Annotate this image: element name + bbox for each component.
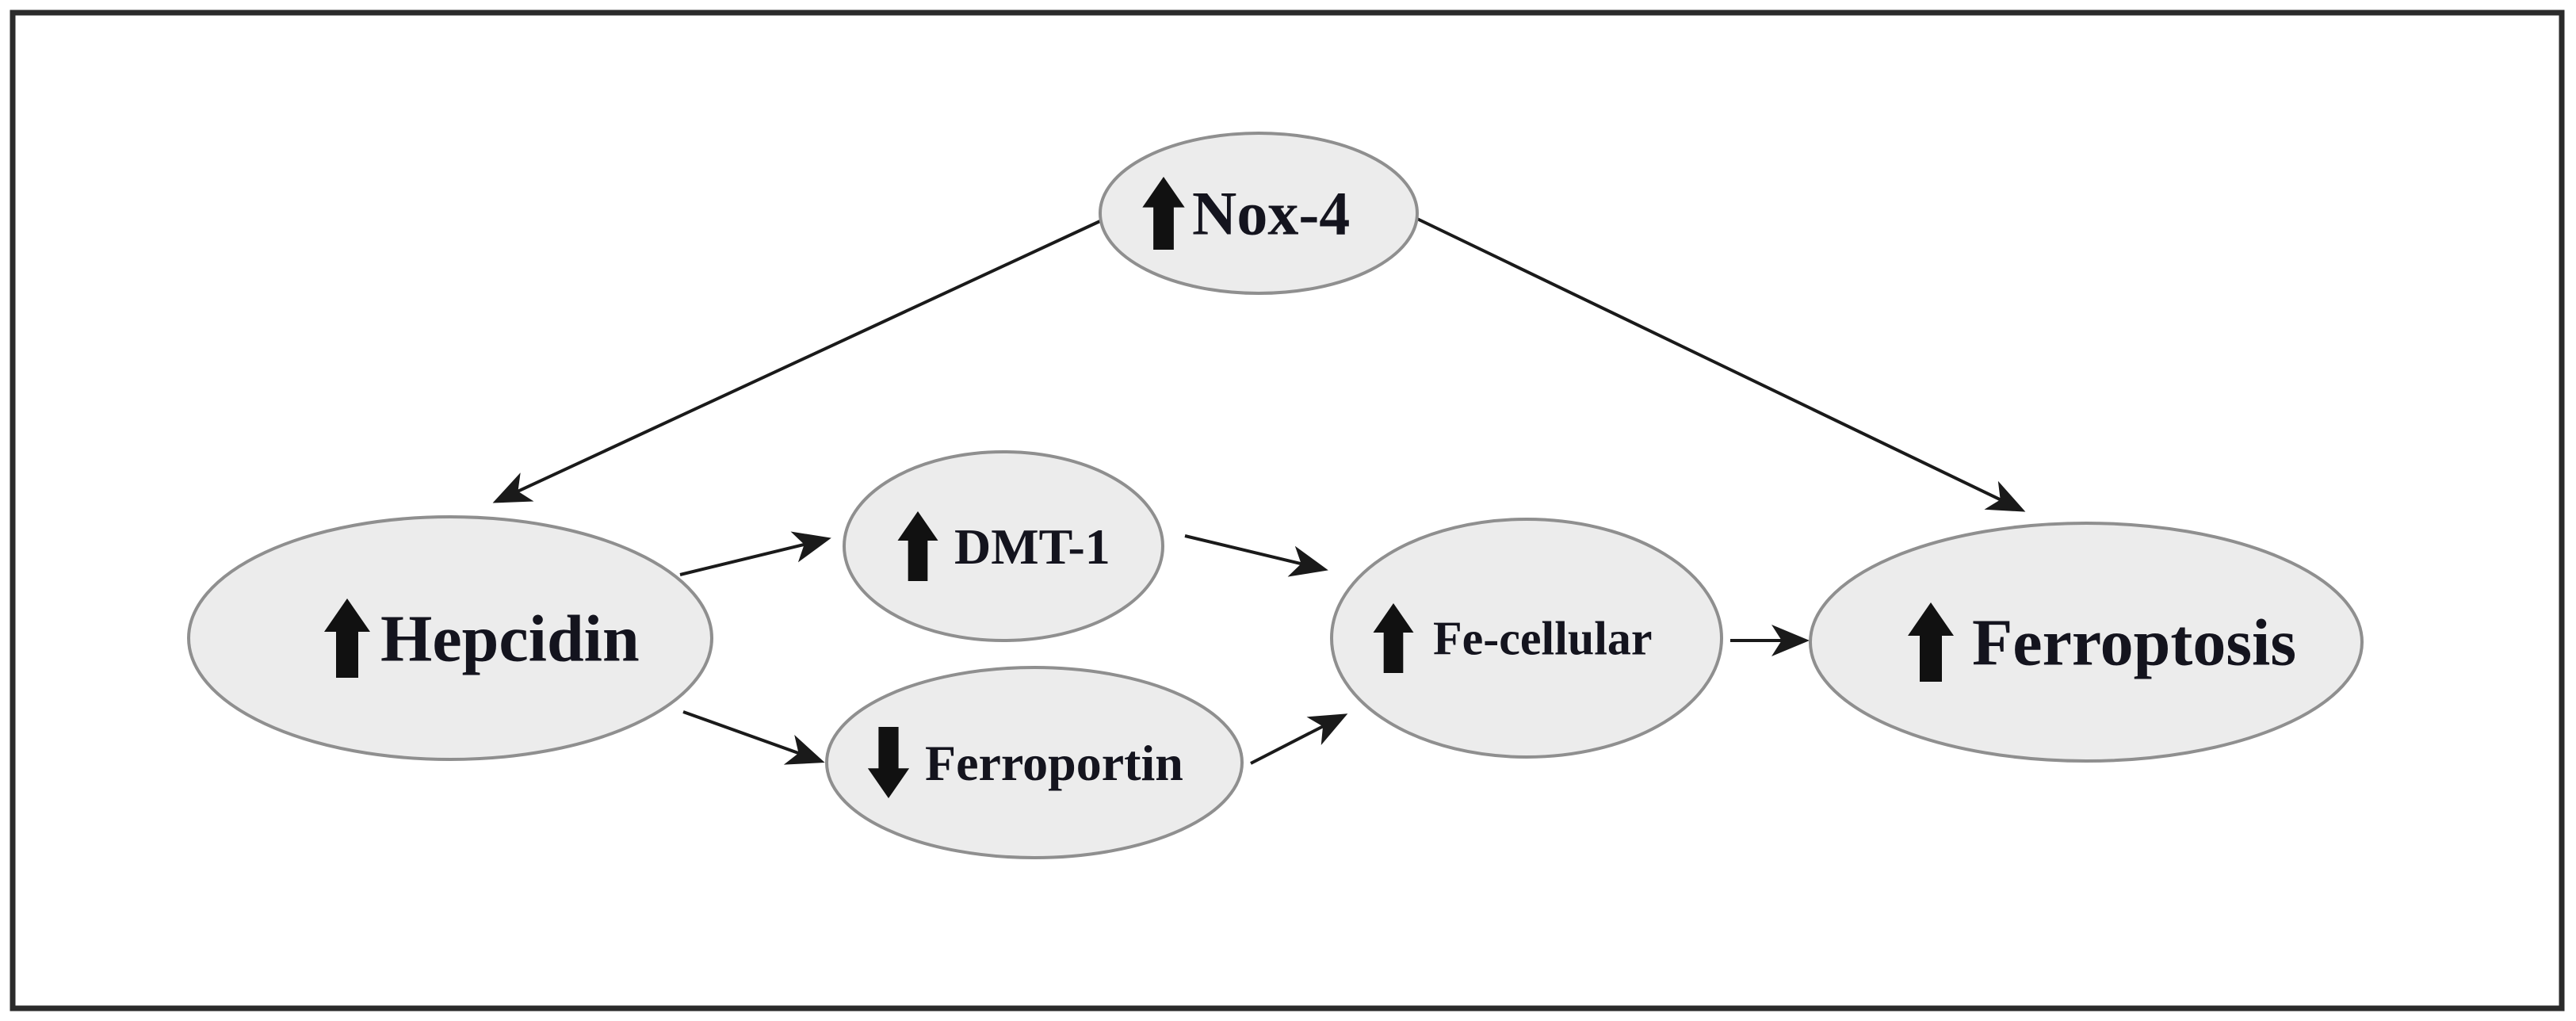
node-dmt1: DMT-1 [843,450,1164,642]
node-ellipse-dmt1 [843,450,1164,642]
node-label-ferroptosis: Ferroptosis [1972,606,2296,680]
node-hepcidin: Hepcidin [187,515,713,761]
edge-arrow-nox4-to-hepcidin [492,219,1103,503]
up-arrow-nox4 [1142,177,1185,250]
node-ferroptosis: Ferroptosis [1809,522,2364,763]
up-arrow-ferroptosis [1908,602,1954,682]
node-ellipse-hepcidin [187,515,713,761]
node-ellipse-ferroptosis [1809,522,2364,763]
node-nox4: Nox-4 [1099,132,1419,295]
up-arrow-fecellular [1373,603,1414,673]
node-label-dmt1: DMT-1 [954,518,1110,575]
node-label-hepcidin: Hepcidin [380,602,640,676]
edge-arrow-hepcidin-to-dmt1 [679,531,831,576]
node-label-ferroportin: Ferroportin [925,735,1183,791]
node-label-fecellular: Fe-cellular [1433,612,1653,664]
edge-arrow-ferroportin-to-fecellular [1250,713,1348,765]
node-ellipse-fecellular [1330,518,1723,759]
down-arrow-ferroportin [867,727,910,798]
node-ellipse-ferroportin [825,666,1244,859]
node-ferroportin: Ferroportin [825,666,1244,859]
node-fecellular: Fe-cellular [1330,518,1723,759]
edge-arrow-hepcidin-to-ferroportin [682,710,825,765]
edge-arrow-nox4-to-ferroptosis [1416,217,2026,512]
up-arrow-dmt1 [897,511,938,581]
up-arrow-hepcidin [324,598,370,678]
edge-arrow-dmt1-to-fecellular [1184,534,1328,577]
node-ellipse-nox4 [1099,132,1419,295]
node-label-nox4: Nox-4 [1192,179,1350,248]
